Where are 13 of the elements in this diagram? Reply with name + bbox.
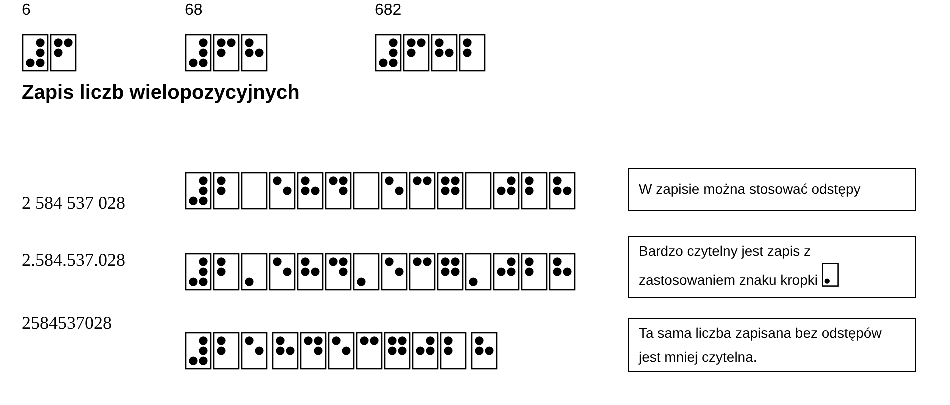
note-box: [628, 318, 916, 372]
number-label: 68: [185, 2, 203, 20]
number-label: 6: [22, 2, 31, 20]
note-box: [628, 168, 916, 211]
section-heading: Zapis liczb wielopozycyjnych: [22, 82, 300, 105]
number-text: 2.584.537.028: [22, 250, 126, 271]
number-text: 2584537028: [22, 313, 112, 334]
note-box: [628, 236, 916, 298]
note-text: Ta sama liczba zapisana bez odstępów jest mniej czytelna.: [639, 325, 882, 365]
number-label: 682: [375, 2, 402, 20]
note-text: W zapisie można stosować odstępy: [639, 181, 861, 197]
note-text: Bardzo czytelny jest zapis z zastosowaniem znaku kropki: [639, 243, 818, 288]
number-text: 2 584 537 028: [22, 193, 126, 214]
